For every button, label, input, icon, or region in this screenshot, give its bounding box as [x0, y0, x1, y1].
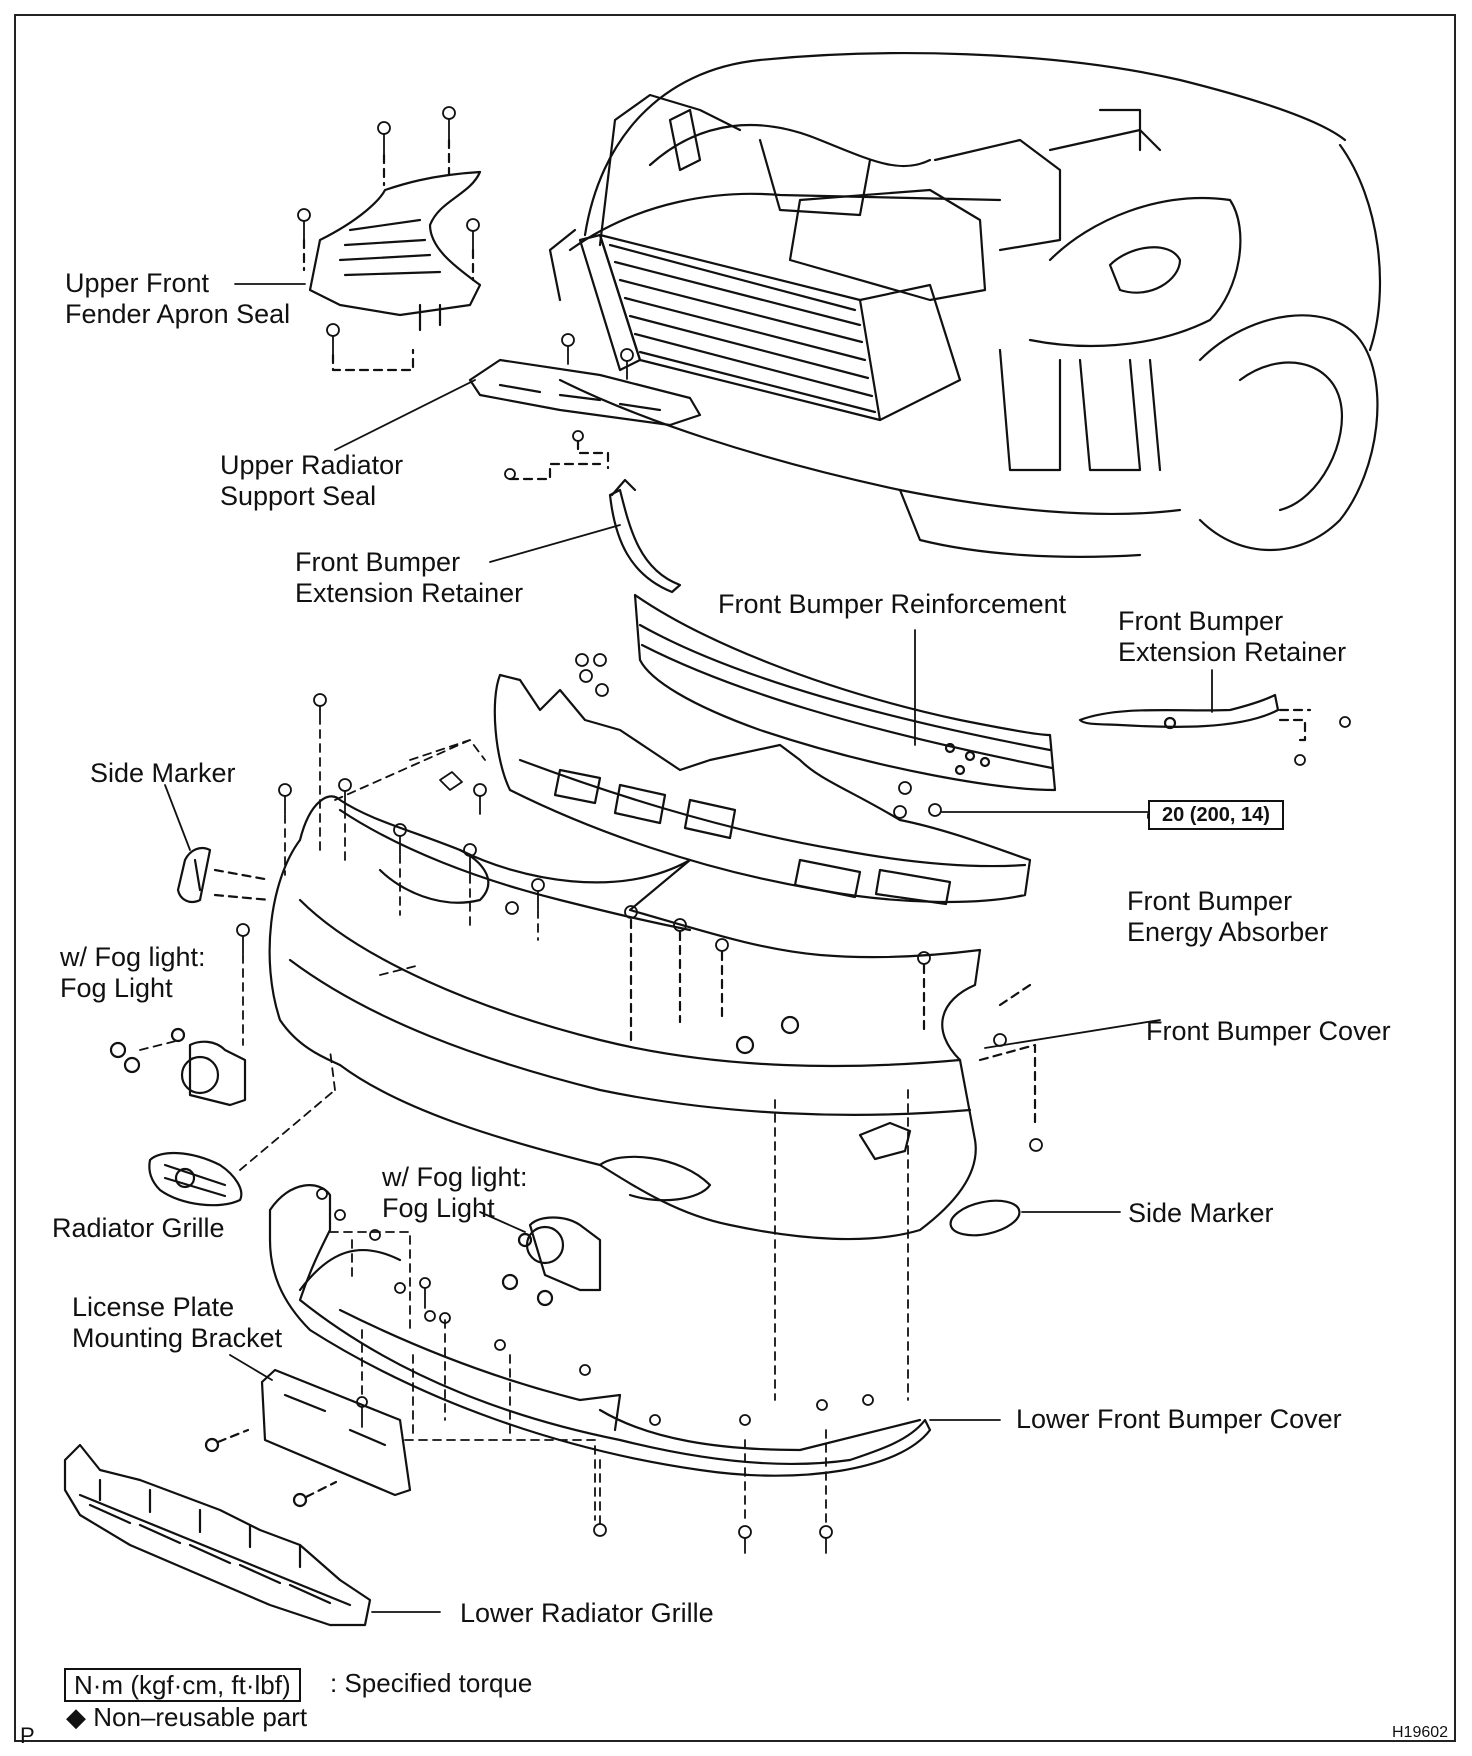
front-bumper-reinforcement-part: [633, 593, 1057, 792]
side-marker-left-part: [164, 784, 272, 904]
fog-light-left-part: [109, 1027, 247, 1107]
label-line: Support Seal: [220, 481, 377, 511]
label-front-bumper-reinforcement: Front Bumper Reinforcement: [718, 589, 1067, 619]
label-fog-light-left: w/ Fog light: Fog Light: [60, 942, 206, 1004]
label-line: Fog Light: [382, 1193, 495, 1223]
label-line: w/ Fog light:: [382, 1162, 528, 1192]
upper-radiator-support-seal-part: [468, 333, 702, 427]
label-front-bumper-extension-retainer-right: Front Bumper Extension Retainer: [1118, 606, 1346, 668]
label-line: Fog Light: [60, 973, 173, 1003]
legend-unit-desc: : Specified torque: [330, 1668, 533, 1698]
label-front-bumper-cover: Front Bumper Cover: [1146, 1016, 1391, 1046]
label-line: Extension Retainer: [295, 578, 524, 608]
label-line: Energy Absorber: [1127, 917, 1329, 947]
front-bumper-extension-retainer-left-part: [504, 430, 682, 594]
upper-front-fender-apron-seal-part: [297, 106, 482, 372]
label-upper-radiator-support-seal: Upper Radiator Support Seal: [220, 450, 403, 512]
diamond-icon: ◆: [66, 1702, 86, 1732]
torque-spec-box: 20 (200, 14): [1148, 800, 1284, 830]
label-radiator-grille: Radiator Grille: [52, 1213, 225, 1243]
legend-nonreusable: ◆ Non–reusable part: [66, 1702, 307, 1733]
label-line: Fender Apron Seal: [65, 299, 291, 329]
label-front-bumper-extension-retainer-left: Front Bumper Extension Retainer: [295, 547, 523, 609]
legend-nonreusable-desc: Non–reusable part: [93, 1702, 308, 1732]
label-line: Extension Retainer: [1118, 637, 1347, 667]
radiator-grille-part: [148, 964, 421, 1207]
label-lower-front-bumper-cover: Lower Front Bumper Cover: [1016, 1404, 1342, 1434]
vehicle-front-illustration: [548, 52, 1382, 558]
label-line: Upper Front: [65, 268, 210, 298]
diagram-frame: [14, 14, 1456, 1742]
fog-light-center-part: [479, 1211, 602, 1307]
label-line: w/ Fog light:: [60, 942, 206, 972]
label-upper-front-fender-apron-seal: Upper Front Fender Apron Seal: [65, 268, 290, 330]
label-side-marker-right: Side Marker: [1128, 1198, 1274, 1228]
front-bumper-energy-absorber-part: [493, 653, 1149, 906]
front-bumper-extension-retainer-right-part: [1078, 693, 1351, 766]
cover-top-fasteners: [236, 693, 545, 955]
legend-unit-box: N·m (kgf·cm, ft·lbf): [64, 1668, 301, 1702]
label-line: Mounting Bracket: [72, 1323, 283, 1353]
label-line: Upper Radiator: [220, 450, 404, 480]
label-lower-radiator-grille: Lower Radiator Grille: [460, 1598, 714, 1628]
lower-front-bumper-cover-part: [268, 1089, 1001, 1554]
label-line: Front Bumper: [1118, 606, 1284, 636]
label-side-marker-left: Side Marker: [90, 758, 236, 788]
label-line: License Plate: [72, 1292, 235, 1322]
label-line: Front Bumper: [1127, 886, 1293, 916]
leader-lines: [234, 283, 1213, 819]
label-fog-light-center: w/ Fog light: Fog Light: [382, 1162, 528, 1224]
figure-code: H19602: [1392, 1724, 1449, 1741]
lower-radiator-grille-part: [63, 1443, 441, 1627]
front-bumper-cover-part: [268, 795, 1161, 1241]
label-line: Front Bumper: [295, 547, 461, 577]
label-front-bumper-energy-absorber: Front Bumper Energy Absorber: [1127, 886, 1328, 948]
license-plate-mounting-bracket-part: [204, 1354, 412, 1508]
label-license-plate-mounting-bracket: License Plate Mounting Bracket: [72, 1292, 282, 1354]
corner-letter: P: [20, 1723, 35, 1748]
